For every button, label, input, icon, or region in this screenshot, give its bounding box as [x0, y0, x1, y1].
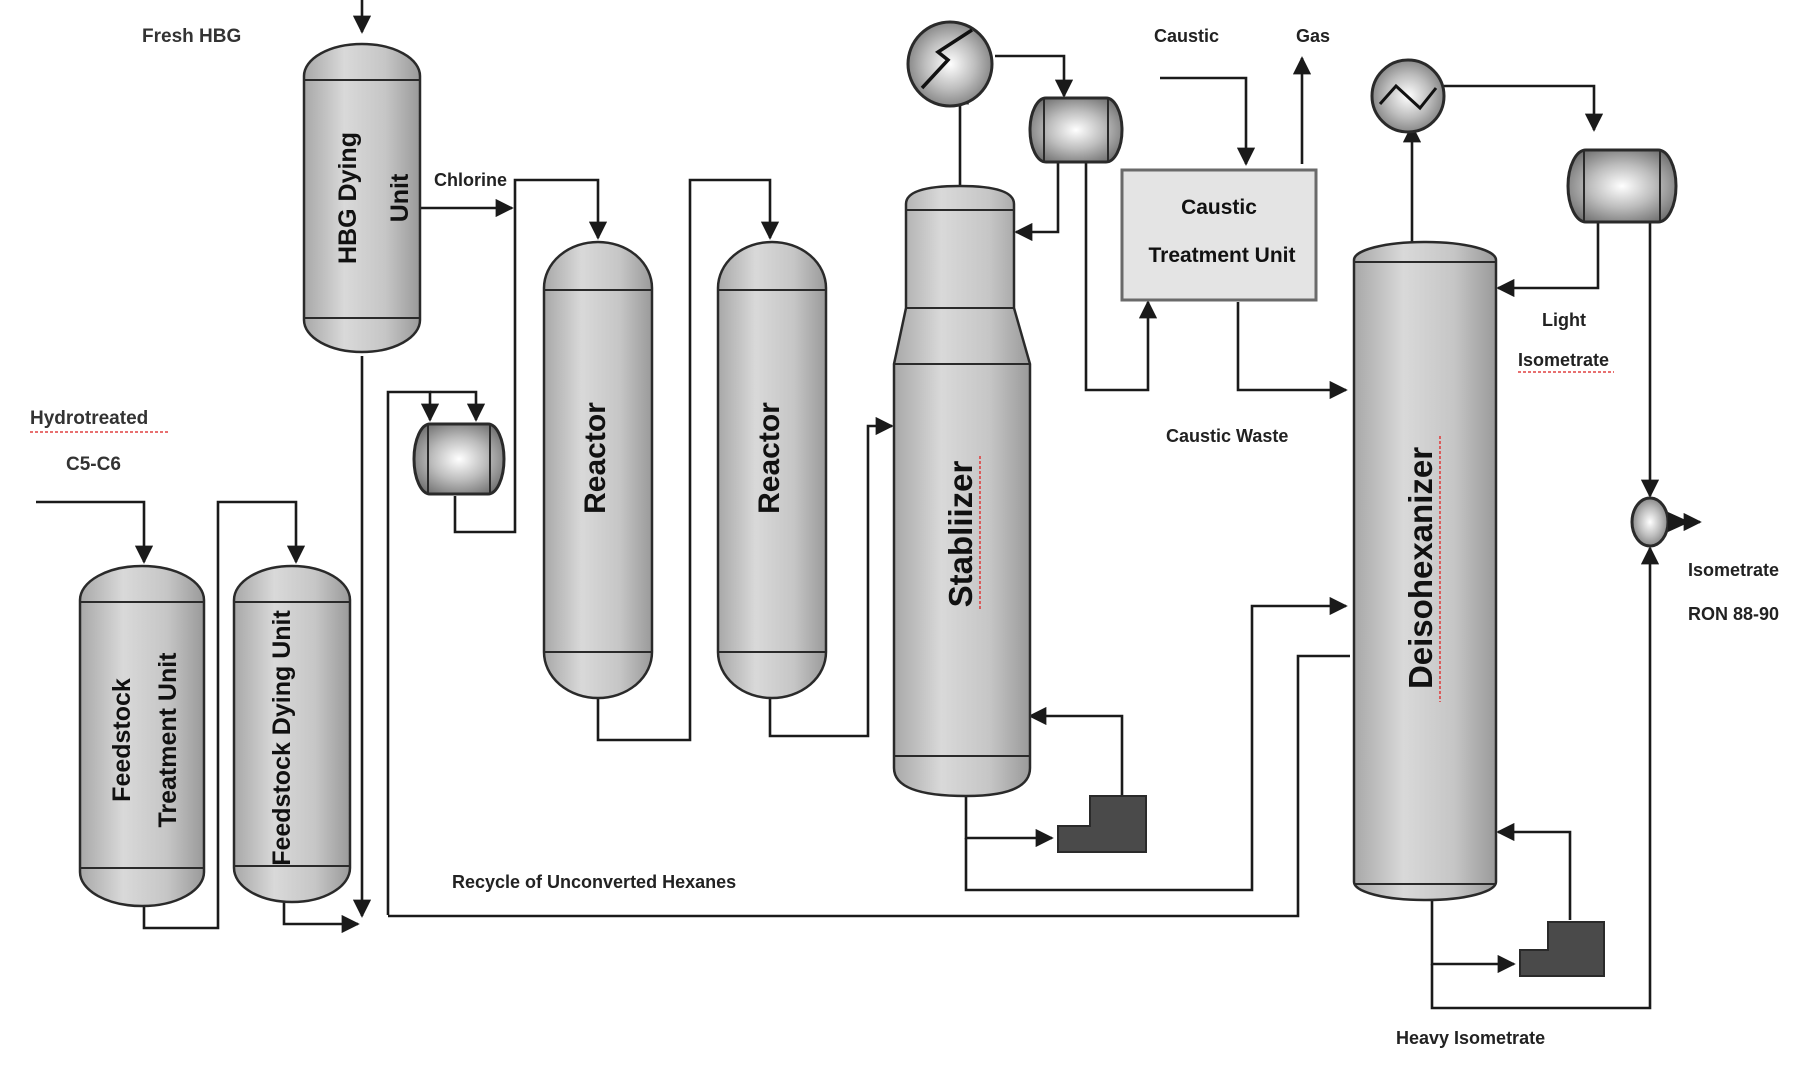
caustic-inlet-pipe: [1160, 76, 1256, 166]
stabilizer-reboiler-return-pipe: [1028, 706, 1124, 796]
reactor-2-label: Reactor: [753, 402, 786, 514]
reactor1-to-reactor2-pipe: [596, 178, 780, 742]
feedstock-treatment-label-1: Feedstock: [108, 678, 136, 802]
gas-label: Gas: [1296, 26, 1330, 46]
condenser1-to-drum-pipe: [995, 54, 1074, 98]
feedstock-treatment-label-2: Treatment Unit: [154, 652, 182, 828]
light-label: Light: [1542, 310, 1586, 330]
deisohexanizer-reboiler-return-pipe: [1496, 822, 1572, 920]
condenser2-to-drum-pipe: [1444, 84, 1604, 132]
deisohexanizer-label: Deisohexanizer: [1402, 447, 1439, 689]
deisohexanizer: Deisohexanizer: [1352, 240, 1498, 902]
stabilizer-label: Stabliizer: [942, 460, 979, 607]
reactor-1-label: Reactor: [579, 402, 612, 514]
hydrotreated-feed-pipe: [36, 500, 154, 564]
reflux-drum-2: [1566, 148, 1678, 224]
reactor-2: Reactor: [716, 240, 828, 700]
caustic-treatment-unit: Caustic Treatment Unit: [1120, 168, 1318, 302]
recycle-to-heater-pipe: [386, 390, 440, 915]
c5-c6-label: C5-C6: [66, 454, 121, 475]
reboiler-icon: [1519, 921, 1605, 977]
caustic-treatment-label-1: Caustic: [1181, 196, 1257, 219]
stabilizer: Stabliizer: [892, 184, 1032, 798]
isometrate-label: Isometrate: [1518, 350, 1609, 370]
ron-label: RON 88-90: [1688, 604, 1779, 624]
heater-to-reactor-pipe: [453, 208, 517, 534]
stabilizer-reflux-pipe: [1014, 160, 1060, 242]
recycle-label: Recycle of Unconverted Hexanes: [452, 872, 736, 892]
heat-exchanger-icon: [906, 20, 994, 108]
heavy-isometrate-label: Heavy Isometrate: [1396, 1028, 1545, 1048]
deisohexanizer-reflux-pipe: [1496, 222, 1600, 298]
recycle-hexanes-pipe: [388, 654, 1350, 918]
heat-exchanger-icon: [1370, 58, 1446, 134]
caustic-waste-label: Caustic Waste: [1166, 426, 1288, 446]
chlorine-label: Chlorine: [434, 170, 507, 190]
stream-labels: Fresh HBG Chlorine Hydrotreated C5-C6 Ca…: [30, 26, 1779, 1048]
reflux-drum-1: [1028, 96, 1124, 164]
feedstock-treatment-unit: Feedstock Treatment Unit: [78, 564, 206, 908]
reactor2-to-stabilizer-pipe: [768, 416, 894, 738]
hbg-dying-unit-label-2: Unit: [386, 173, 414, 222]
recycle-to-heater-pipe-2: [430, 390, 486, 422]
hbg-dying-unit: HBG Dying Unit: [302, 42, 422, 354]
feedstock-dying-unit-label: Feedstock Dying Unit: [268, 610, 296, 866]
caustic-treatment-label-2: Treatment Unit: [1148, 244, 1295, 267]
treatment-to-dying-pipe: [142, 500, 306, 930]
reboiler-icon: [1057, 795, 1147, 853]
fresh-hbg-label: Fresh HBG: [142, 26, 241, 47]
stabilizer-bottoms-pipe: [964, 596, 1348, 892]
caustic-label: Caustic: [1154, 26, 1219, 46]
feed-heater-drum: [412, 422, 506, 496]
drum-to-caustic-pipe: [1084, 160, 1158, 392]
caustic-to-deisohexanizer-pipe: [1236, 302, 1348, 400]
hydrotreated-label: Hydrotreated: [30, 408, 148, 429]
reactor-1: Reactor: [542, 240, 654, 700]
dying-to-header-pipe: [282, 900, 360, 934]
pipes: [36, 0, 1702, 1010]
valve-icon: [1630, 496, 1690, 548]
heavy-isometrate-pipe: [1430, 546, 1660, 1010]
feedstock-dying-unit: Feedstock Dying Unit: [232, 564, 352, 904]
deisohexanizer-bottom-to-reboiler-pipe: [1430, 900, 1516, 974]
chlorine-to-reactor-pipe: [513, 178, 608, 240]
isometrate-product-label: Isometrate: [1688, 560, 1779, 580]
stabilizer-bottom-to-reboiler-pipe: [964, 796, 1054, 848]
hbg-dying-unit-label-1: HBG Dying: [334, 132, 362, 264]
